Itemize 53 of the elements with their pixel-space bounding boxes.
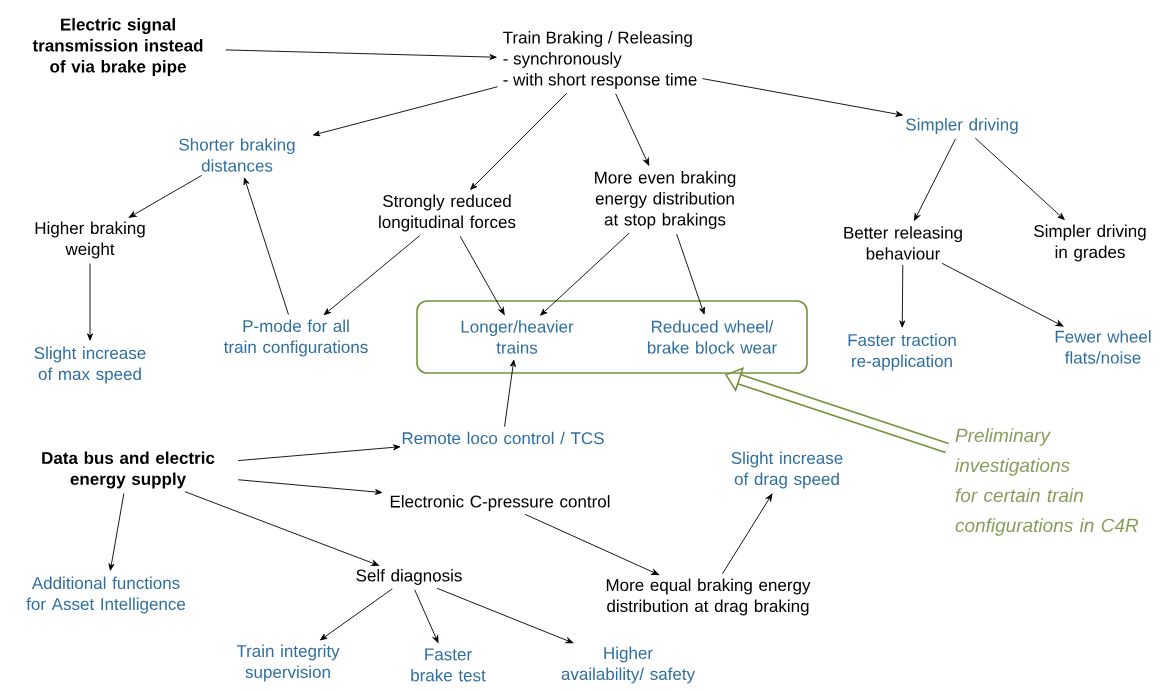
benefit-text: P-mode for all train configurations	[223, 319, 368, 357]
benefit-text: Fewer wheel flats/noise	[1055, 330, 1151, 364]
effect-text: Self diagnosis	[356, 569, 462, 585]
arrow	[459, 235, 505, 315]
benefit-text: Higher availability/ safety	[561, 646, 696, 684]
effect-text: Electronic C-pressure control	[390, 495, 610, 511]
arrow	[914, 138, 956, 221]
effect-text: Higher braking weight	[35, 221, 145, 259]
benefit-text: Slight increase of max speed	[34, 346, 146, 384]
arrow	[470, 92, 568, 190]
arrow	[108, 493, 125, 571]
effect-text: More even braking energy distribution at stop brakings	[595, 171, 736, 229]
arrow	[504, 359, 516, 428]
arrow	[237, 444, 401, 462]
heading-text: Electric signal transmission instead of via brake pipe	[32, 18, 203, 76]
arrow	[414, 589, 439, 643]
grouping-box	[416, 300, 808, 374]
arrow	[540, 232, 630, 316]
arrow	[323, 235, 421, 316]
arrow	[87, 263, 93, 341]
effect-text: Train Braking / Releasing - synchronously - with short response time	[503, 31, 697, 89]
arrow	[702, 78, 903, 117]
arrow	[941, 262, 1064, 327]
arrow	[128, 175, 203, 218]
arrow	[676, 233, 705, 315]
benefit-text: Faster traction re-application	[848, 333, 956, 371]
benefit-text: Train integrity supervision	[236, 644, 340, 682]
benefit-text: Reduced wheel/ brake block wear	[647, 320, 777, 354]
effect-text: Better releasing behaviour	[844, 226, 962, 260]
benefit-text: Slight increase of drag speed	[731, 451, 843, 489]
effect-text: Strongly reduced longitudinal forces	[379, 194, 516, 232]
benefit-text: Longer/heavier trains	[461, 320, 574, 354]
note-text: Preliminary investigations for certain train configurations in C4R	[955, 428, 1139, 536]
arrow	[312, 86, 499, 137]
heading-text: Data bus and electric energy supply	[42, 451, 215, 489]
arrow	[615, 93, 650, 166]
arrow	[237, 479, 383, 495]
benefit-text: Faster brake test	[411, 648, 486, 682]
arrow	[225, 49, 497, 60]
arrow	[899, 264, 906, 328]
effect-text: Simpler driving in grades	[1034, 224, 1146, 262]
arrow	[243, 177, 289, 315]
arrow	[721, 493, 773, 575]
arrow	[524, 513, 659, 576]
benefit-text: Shorter braking distances	[179, 138, 295, 172]
arrow	[320, 588, 393, 641]
benefit-text: Additional functions for Asset Intelligence	[26, 576, 186, 614]
benefit-text: Remote loco control / TCS	[402, 431, 604, 445]
arrow	[436, 587, 574, 644]
benefit-text: Simpler driving	[906, 118, 1018, 134]
effect-text: More equal braking energy distribution at drag braking	[606, 578, 811, 616]
arrow	[184, 491, 379, 566]
arrow	[974, 137, 1065, 220]
